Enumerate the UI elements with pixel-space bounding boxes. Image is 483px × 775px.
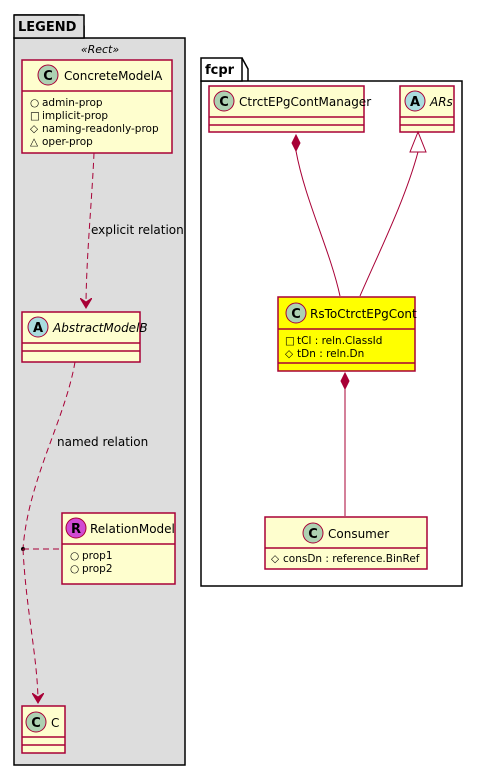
class-ctrct-epg-cont-manager[interactable]: C CtrctEPgContManager [208, 85, 371, 133]
attr-text: oper-prop [42, 136, 93, 148]
class-icon-letter: C [31, 716, 41, 731]
attr-text: prop2 [82, 563, 113, 575]
class-icon-letter: A [33, 321, 43, 336]
class-c-icon [285, 302, 307, 324]
attr-visibility: ◇ [271, 553, 280, 565]
legend-package: LEGEND «Rect» [13, 14, 186, 766]
class-c-icon [213, 90, 235, 112]
attr-visibility: ◇ [30, 123, 39, 135]
class-concrete-model-a[interactable]: C ConcreteModelA ○ admin-prop □ implicit… [21, 59, 173, 154]
class-icon-letter: C [219, 95, 229, 110]
class-c-icon [302, 522, 324, 544]
class-name: C [51, 716, 59, 730]
class-icon-letter: C [308, 527, 318, 542]
attr-text: consDn : reference.BinRef [283, 553, 420, 565]
class-icon-letter: C [291, 307, 301, 322]
class-c-icon [37, 64, 59, 86]
class-name: AbstractModelB [52, 321, 148, 335]
attr-text: tCl : reln.ClassId [297, 335, 382, 347]
class-rs-to-ctrct-epg-cont[interactable]: C RsToCtrctEPgCont □ tCl : reln.ClassId … [277, 296, 417, 372]
attr-text: naming-readonly-prop [42, 123, 159, 135]
class-relation-model[interactable]: R RelationModel ○ prop1 ○ prop2 [61, 512, 176, 585]
explicit-relation-edge: explicit relation [86, 152, 184, 308]
composition-edge-manager [291, 133, 341, 297]
class-r-icon [65, 517, 87, 539]
attr-text: prop1 [82, 550, 113, 562]
generalization-triangle [409, 130, 427, 153]
attr-visibility: □ [30, 110, 40, 122]
class-name: RelationModel [90, 522, 175, 536]
explicit-relation-label: explicit relation [91, 223, 184, 237]
class-ars[interactable]: A ARs [399, 85, 455, 133]
class-consumer[interactable]: C Consumer ◇ consDn : reference.BinRef [264, 516, 428, 570]
class-name: ARs [429, 95, 453, 109]
class-icon-letter: A [410, 95, 420, 110]
composition-edge-consumer [340, 371, 350, 516]
legend-title: LEGEND [18, 20, 77, 35]
attr-visibility: □ [285, 335, 295, 347]
attr-text: admin-prop [42, 97, 103, 109]
attr-text: tDn : reln.Dn [297, 348, 364, 360]
fcpr-title: fcpr [205, 63, 235, 78]
attr-visibility: ◇ [285, 348, 294, 360]
attr-visibility: ○ [30, 97, 39, 109]
class-a-icon [27, 316, 49, 338]
named-relation-label: named relation [57, 435, 148, 449]
class-abstract-model-b[interactable]: A AbstractModelB [21, 311, 148, 363]
class-a-icon [404, 90, 426, 112]
attr-visibility: △ [30, 136, 39, 148]
attr-text: implicit-prop [42, 110, 108, 122]
class-icon-letter: C [43, 69, 53, 84]
generalization-edge-ars [359, 130, 427, 297]
attr-visibility: ○ [70, 550, 79, 562]
class-name: CtrctEPgContManager [239, 95, 371, 109]
attr-visibility: ○ [70, 563, 79, 575]
class-name: RsToCtrctEPgCont [310, 307, 417, 321]
class-c-icon [25, 711, 47, 733]
class-c[interactable]: C C [21, 705, 66, 754]
legend-stereotype: «Rect» [81, 43, 120, 56]
class-icon-letter: R [71, 522, 81, 537]
class-name: ConcreteModelA [64, 69, 163, 83]
named-relation-edge: named relation [21, 361, 148, 703]
class-name: Consumer [328, 527, 389, 541]
